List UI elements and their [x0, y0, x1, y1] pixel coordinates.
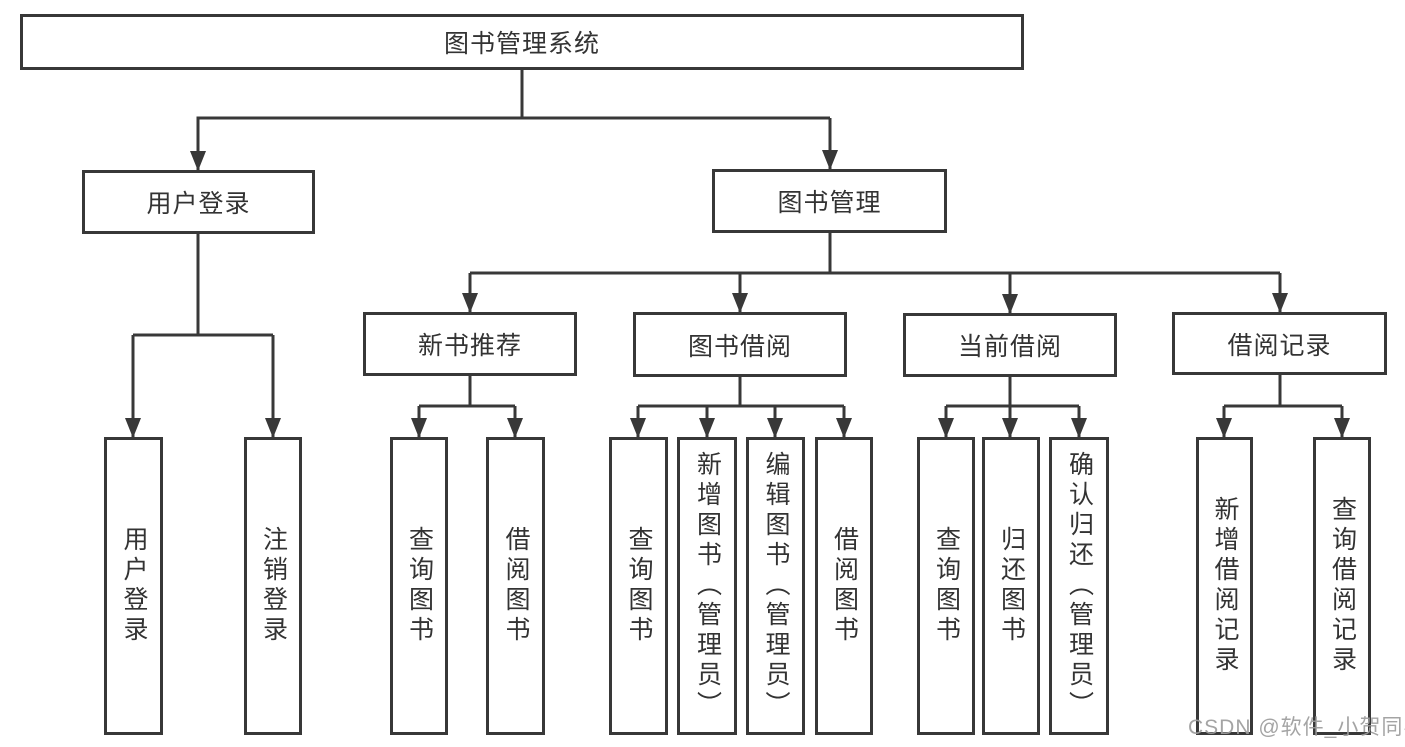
node-root-library-system: 图书管理系统 [20, 14, 1024, 70]
node-new-book-recommend: 新书推荐 [363, 312, 577, 376]
leaf-add-books-admin: 新增图书（管理员） [677, 437, 737, 735]
csdn-watermark: CSDN @软件_小贺同学 [1188, 716, 1405, 739]
node-book-borrowing: 图书借阅 [633, 312, 847, 377]
node-current-borrowing: 当前借阅 [903, 313, 1117, 377]
leaf-return-books: 归还图书 [982, 437, 1040, 735]
leaf-confirm-return-admin: 确认归还（管理员） [1049, 437, 1109, 735]
leaf-query-books-recommend: 查询图书 [390, 437, 448, 735]
node-user-login-branch: 用户登录 [82, 170, 315, 234]
leaf-add-borrow-record: 新增借阅记录 [1196, 437, 1253, 735]
leaf-user-login: 用户登录 [104, 437, 163, 735]
node-borrow-records: 借阅记录 [1172, 312, 1387, 375]
leaf-borrow-books-recommend: 借阅图书 [486, 437, 545, 735]
leaf-edit-books-admin: 编辑图书（管理员） [746, 437, 805, 735]
leaf-logout: 注销登录 [244, 437, 302, 735]
leaf-query-books-current: 查询图书 [917, 437, 975, 735]
node-book-management-branch: 图书管理 [712, 169, 947, 233]
leaf-query-borrow-record: 查询借阅记录 [1313, 437, 1371, 735]
connector-group [125, 70, 1350, 438]
leaf-query-books-borrowing: 查询图书 [609, 437, 668, 735]
leaf-borrow-books-borrowing: 借阅图书 [815, 437, 873, 735]
